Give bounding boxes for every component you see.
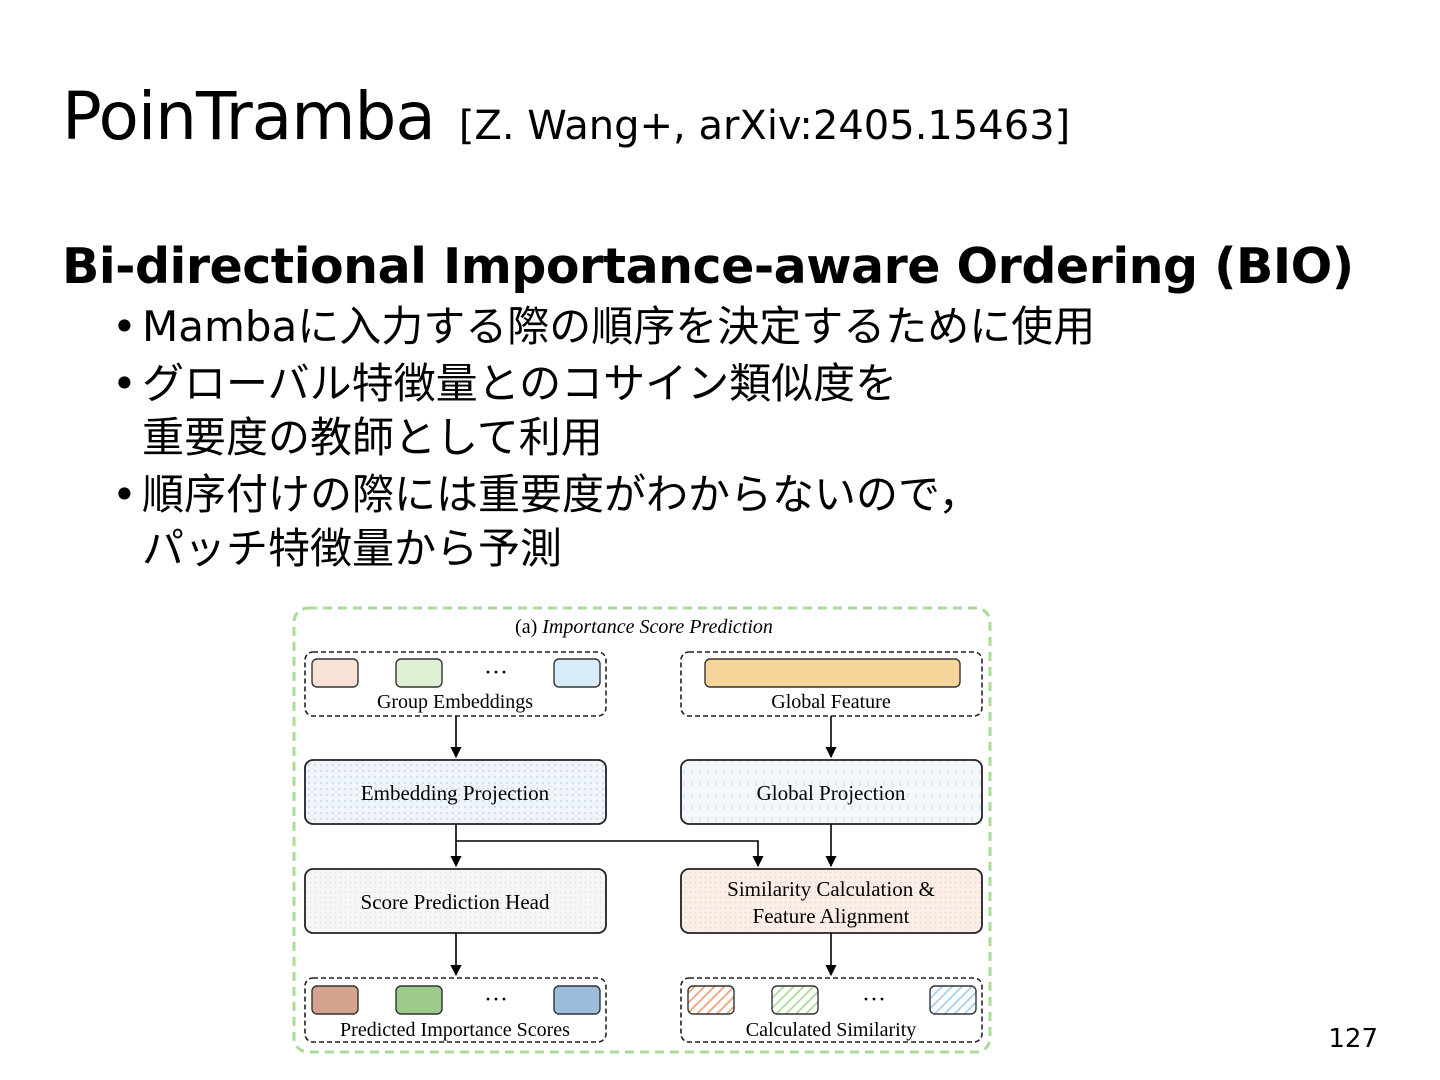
similarity-token-2: [771, 985, 819, 1015]
similarity-label-line2: Feature Alignment: [753, 904, 910, 928]
arrow-embedding-to-similarity: [456, 840, 764, 868]
ellipsis: ···: [484, 660, 508, 686]
similarity-token-1: [687, 985, 735, 1015]
citation: [Z. Wang+, arXiv:2405.15463]: [458, 103, 1071, 149]
figure-caption: (a) Importance Score Prediction: [515, 616, 773, 638]
outer-frame: [292, 606, 992, 1054]
bullet-text: Mambaに入力する際の順序を決定するために使用: [142, 302, 1096, 351]
embedding-token-1: [311, 658, 359, 688]
ellipsis: ···: [862, 987, 886, 1013]
bullet-item: •グローバル特徴量とのコサイン類似度を 重要度の教師として利用: [112, 357, 1312, 465]
group-embeddings-label: Group Embeddings: [377, 691, 533, 713]
bullet-text: 順序付けの際には重要度がわからないので， パッチ特徴量から予測: [142, 470, 981, 573]
similarity-label-line1: Similarity Calculation &: [727, 877, 935, 901]
page-number: 127: [1328, 1024, 1378, 1054]
bullet-marker: •: [112, 359, 137, 408]
section-heading: Bi-directional Importance-aware Ordering…: [62, 238, 1354, 295]
embedding-token-3: [553, 658, 601, 688]
score-token-1: [311, 985, 359, 1015]
bullet-item: •Mambaに入力する際の順序を決定するために使用: [112, 300, 1312, 354]
bullet-text: グローバル特徴量とのコサイン類似度を 重要度の教師として利用: [142, 359, 898, 462]
global-feature-bar: [704, 658, 961, 688]
bullet-marker: •: [112, 302, 137, 351]
calculated-similarity-label: Calculated Similarity: [746, 1019, 917, 1041]
slide-title: PoinTramba [Z. Wang+, arXiv:2405.15463]: [62, 78, 1070, 155]
predicted-scores-label: Predicted Importance Scores: [340, 1019, 570, 1041]
score-prediction-head-label: Score Prediction Head: [361, 890, 550, 914]
predicted-scores-frame: [304, 977, 607, 1043]
global-projection-label: Global Projection: [757, 781, 906, 805]
title-text: PoinTramba: [62, 78, 436, 155]
bullet-list: •Mambaに入力する際の順序を決定するために使用 •グローバル特徴量とのコサイ…: [112, 300, 1312, 579]
ellipsis: ···: [484, 987, 508, 1013]
score-token-2: [395, 985, 443, 1015]
bullet-item: •順序付けの際には重要度がわからないので， パッチ特徴量から予測: [112, 468, 1312, 576]
global-feature-label: Global Feature: [771, 691, 891, 713]
similarity-token-3: [929, 985, 977, 1015]
bullet-marker: •: [112, 470, 137, 519]
calculated-similarity-frame: [680, 977, 983, 1043]
embedding-token-2: [395, 658, 443, 688]
embedding-projection-label: Embedding Projection: [361, 781, 550, 805]
importance-score-diagram: (a) Importance Score Prediction ··· Grou…: [292, 606, 992, 1054]
score-token-3: [553, 985, 601, 1015]
